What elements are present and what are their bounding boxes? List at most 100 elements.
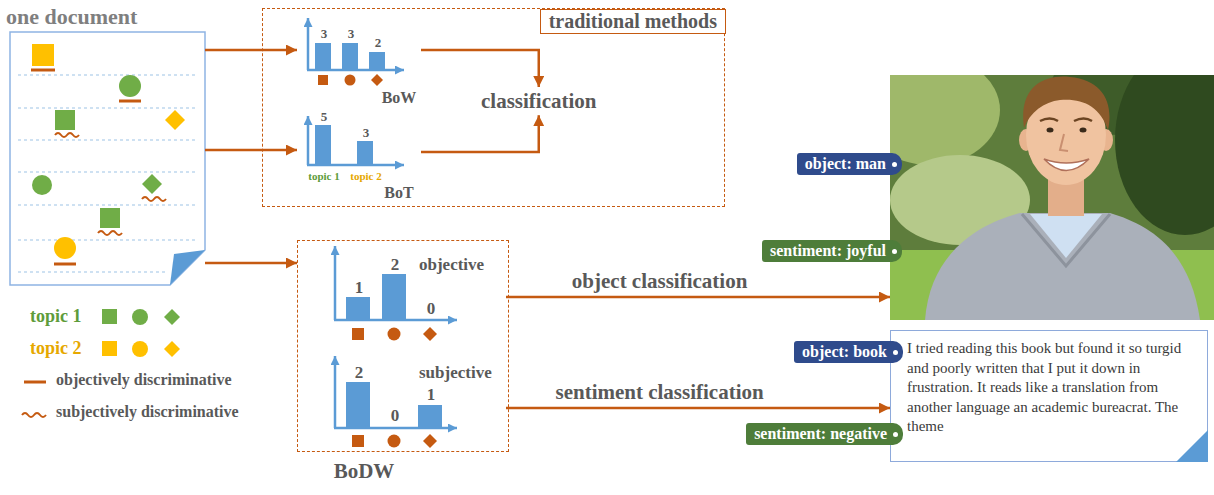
page-curl: [1176, 430, 1208, 462]
flow-arrow: [506, 407, 890, 410]
flow-arrow: [421, 115, 539, 152]
bar-value: 1: [427, 385, 436, 405]
document-rule-lines: [18, 171, 198, 172]
figure-heading: one document: [6, 4, 137, 29]
bow-chart: [315, 43, 331, 69]
process-label: classification: [481, 89, 597, 113]
flow-arrow: [506, 296, 890, 299]
portrait-photo: [1022, 214, 1110, 266]
bow-chart: [345, 75, 356, 86]
document-rule-lines: [18, 271, 165, 272]
bar-value: 2: [375, 36, 382, 51]
group-title: traditional methods: [540, 9, 726, 34]
objective-chart: [388, 328, 401, 341]
subjective-chart: [418, 405, 442, 427]
bar-value: 3: [348, 27, 355, 42]
portrait-photo: [1060, 134, 1068, 151]
portrait-photo: [1080, 128, 1087, 133]
document-word-symbols: [32, 175, 52, 195]
bar-chart: 201subjective: [306, 355, 506, 449]
bar-chart: 1 2 0 objective: [306, 245, 506, 349]
document-word-symbols: [165, 110, 185, 130]
axis-label: topic 1: [308, 170, 339, 183]
legend-samples: [132, 341, 148, 357]
sentiment-tag: sentiment: negative: [746, 423, 903, 445]
bow-chart: [318, 75, 328, 85]
legend-label: subjectively discriminative: [56, 403, 239, 421]
document-word-symbols: [142, 174, 162, 194]
bar-chart: 53topic 1topic 2BoT: [297, 109, 421, 205]
document-word-symbols: [31, 69, 55, 72]
objective-chart: [346, 297, 370, 319]
object-tag: object: man: [797, 153, 902, 175]
portrait-photo: [1074, 119, 1092, 122]
document-rule-lines: [18, 139, 198, 140]
document-word-symbols: [31, 44, 185, 264]
method-group: 332BoW53topic 1topic 2BoTclassificationt…: [262, 8, 725, 207]
bot-chart: [307, 116, 310, 165]
document-rule-lines: [18, 204, 198, 205]
objective-chart: [382, 274, 406, 319]
bar-value: 2: [355, 363, 364, 383]
document-page: [10, 32, 205, 285]
portrait-photo: [1044, 159, 1089, 171]
document-page: [170, 250, 205, 285]
image-panel: object: mansentiment: joyful: [890, 75, 1214, 320]
document-word-symbols: [54, 263, 76, 266]
portrait-photo: [890, 75, 1000, 165]
legend-label: topic 2: [30, 338, 82, 359]
objective-chart: [334, 319, 457, 322]
document-page: [10, 32, 205, 285]
bar-value: 2: [391, 255, 400, 275]
sentiment-tag: sentiment: joyful: [762, 240, 902, 262]
bar-value: 3: [363, 126, 370, 141]
bow-chart: [342, 43, 358, 69]
portrait-photo: [890, 75, 1214, 320]
document-word-symbols: [119, 100, 141, 103]
objective-chart: [352, 328, 364, 340]
bar-value: 3: [321, 27, 328, 42]
document-page: one document: [10, 32, 205, 285]
portrait-photo: [1023, 77, 1109, 130]
subjective-chart: [388, 435, 401, 448]
legend-samples: [102, 309, 117, 324]
objective-chart: [334, 246, 337, 320]
bow-chart: [307, 69, 404, 72]
document-word-symbols: [55, 133, 79, 137]
bow-chart: [371, 74, 383, 86]
objective-chart: [423, 327, 437, 341]
subjective-chart: [346, 382, 370, 427]
text-card: object: bookI tried reading this book bu…: [890, 330, 1208, 462]
document-rule-lines: [18, 75, 198, 272]
flow-arrow: [205, 149, 297, 152]
subjective-chart: [334, 356, 337, 428]
method-group: 120objective201subjectiveBoDW: [297, 240, 509, 452]
legend-samples: [164, 309, 180, 325]
bar-chart: 332BoW: [297, 15, 421, 107]
flow-arrow: [205, 49, 297, 52]
chart-name: objective: [419, 255, 484, 275]
bot-chart: [357, 141, 373, 165]
bar-value: 5: [321, 110, 328, 125]
portrait-photo: [1047, 128, 1054, 133]
chart-name: subjective: [419, 363, 492, 383]
bar-value: 0: [427, 299, 436, 319]
document-word-symbols: [98, 231, 122, 235]
edge-label: object classification: [570, 269, 750, 293]
legend-samples: [24, 381, 46, 384]
document-word-symbols: [55, 110, 75, 130]
bar-value: 1: [355, 278, 364, 298]
subjective-chart: [334, 427, 457, 430]
review-text: I tried reading this book but found it s…: [891, 331, 1207, 461]
chart-name: BoT: [384, 184, 413, 202]
document-word-symbols: [142, 197, 166, 201]
portrait-photo: [1115, 75, 1214, 235]
legend-samples: [164, 341, 180, 357]
legend-samples: [22, 413, 46, 417]
document-word-symbols: [100, 208, 120, 228]
object-tag: object: book: [794, 341, 903, 363]
legend-samples: [102, 341, 117, 356]
legend-samples: [132, 309, 148, 325]
